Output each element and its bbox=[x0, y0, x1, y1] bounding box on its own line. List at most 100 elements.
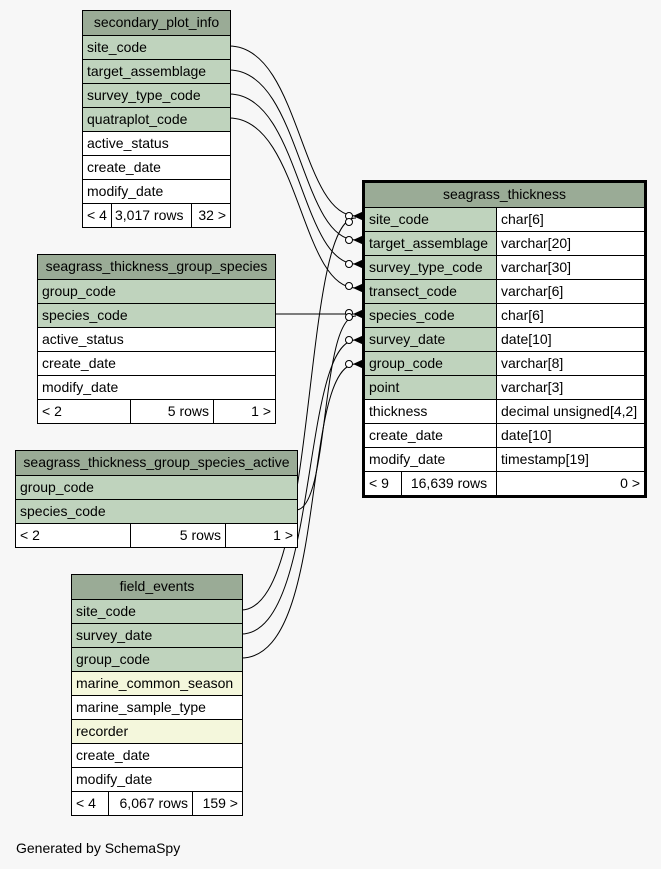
table-footer: < 4 6,067 rows 159 > bbox=[72, 791, 242, 815]
crowfoot-arrow bbox=[353, 259, 364, 269]
column-site-code: site_code bbox=[83, 35, 230, 59]
column-species-code: species_code char[6] bbox=[365, 303, 644, 327]
parents-count[interactable]: < 9 bbox=[369, 475, 389, 491]
column-name: site_code bbox=[369, 211, 429, 227]
table-seagrass-thickness[interactable]: seagrass_thickness site_code char[6] tar… bbox=[362, 180, 647, 498]
column-type: char[6] bbox=[496, 208, 644, 231]
column-marine-common-season: marine_common_season bbox=[72, 671, 242, 695]
column-create-date: create_date date[10] bbox=[365, 423, 644, 447]
column-group-code: group_code varchar[8] bbox=[365, 351, 644, 375]
crowfoot-arrow bbox=[353, 359, 364, 369]
link-survey-type-code bbox=[228, 93, 357, 265]
crowfoot-arrow bbox=[353, 235, 364, 245]
column-modify-date: modify_date timestamp[19] bbox=[365, 447, 644, 471]
column-type: varchar[8] bbox=[496, 352, 644, 375]
link-end-circle bbox=[345, 218, 353, 226]
table-title[interactable]: secondary_plot_info bbox=[83, 11, 230, 35]
column-name: modify_date bbox=[369, 451, 446, 467]
column-name: thickness bbox=[369, 403, 428, 419]
column-name: create_date bbox=[369, 427, 443, 443]
link-fe-group-code bbox=[240, 363, 357, 659]
crowfoot-arrow bbox=[353, 211, 364, 221]
row-count: 5 rows bbox=[130, 524, 225, 547]
row-count: 3,017 rows bbox=[111, 204, 191, 227]
column-group-code: group_code bbox=[38, 279, 275, 303]
link-end-circle bbox=[345, 260, 353, 268]
children-count[interactable]: 1 > bbox=[213, 400, 275, 423]
column-modify-date: modify_date bbox=[83, 179, 230, 203]
column-site-code: site_code bbox=[72, 599, 242, 623]
parents-count[interactable]: < 2 bbox=[42, 403, 62, 419]
column-species-code: species_code bbox=[38, 303, 275, 327]
table-title[interactable]: seagrass_thickness_group_species bbox=[38, 255, 275, 279]
column-survey-date: survey_date date[10] bbox=[365, 327, 644, 351]
link-end-circle bbox=[345, 336, 353, 344]
column-survey-date: survey_date bbox=[72, 623, 242, 647]
column-species-code: species_code bbox=[16, 499, 297, 523]
column-active-status: active_status bbox=[38, 327, 275, 351]
link-site-code bbox=[228, 45, 357, 217]
parents-count[interactable]: < 4 bbox=[87, 207, 107, 223]
column-modify-date: modify_date bbox=[72, 767, 242, 791]
link-end-circle bbox=[345, 282, 353, 290]
link-end-circle bbox=[345, 313, 353, 321]
link-species-code-active bbox=[295, 315, 357, 511]
children-count[interactable]: 1 > bbox=[225, 524, 297, 547]
column-type: date[10] bbox=[496, 424, 644, 447]
column-name: transect_code bbox=[369, 283, 457, 299]
column-type: char[6] bbox=[496, 304, 644, 327]
column-survey-type-code: survey_type_code bbox=[83, 83, 230, 107]
crowfoot-arrow bbox=[353, 309, 364, 319]
column-type: decimal unsigned[4,2] bbox=[496, 400, 644, 423]
link-end-circle bbox=[345, 360, 353, 368]
column-modify-date: modify_date bbox=[38, 375, 275, 399]
column-create-date: create_date bbox=[72, 743, 242, 767]
link-transect-code bbox=[228, 117, 357, 289]
link-target-assemblage bbox=[228, 69, 357, 241]
children-count[interactable]: 32 > bbox=[191, 204, 230, 227]
column-type: varchar[30] bbox=[496, 256, 644, 279]
column-name: survey_date bbox=[369, 331, 446, 347]
children-count[interactable]: 159 > bbox=[192, 792, 242, 815]
column-name: target_assemblage bbox=[369, 235, 489, 251]
link-end-circle bbox=[345, 236, 353, 244]
column-group-code: group_code bbox=[16, 475, 297, 499]
generated-by-text: Generated by SchemaSpy bbox=[16, 840, 181, 856]
column-name: species_code bbox=[369, 307, 455, 323]
table-seagrass-thickness-group-species-active[interactable]: seagrass_thickness_group_species_active … bbox=[15, 450, 298, 548]
table-field-events[interactable]: field_events site_code survey_date group… bbox=[71, 574, 243, 816]
table-title[interactable]: seagrass_thickness_group_species_active bbox=[16, 451, 297, 475]
link-fe-site-code bbox=[240, 217, 357, 611]
link-fe-survey-date bbox=[240, 339, 357, 635]
column-quatraplot-code: quatraplot_code bbox=[83, 107, 230, 131]
column-type: date[10] bbox=[496, 328, 644, 351]
column-marine-sample-type: marine_sample_type bbox=[72, 695, 242, 719]
column-target-assemblage: target_assemblage bbox=[83, 59, 230, 83]
column-active-status: active_status bbox=[83, 131, 230, 155]
column-transect-code: transect_code varchar[6] bbox=[365, 279, 644, 303]
column-type: varchar[20] bbox=[496, 232, 644, 255]
row-count: 5 rows bbox=[130, 400, 213, 423]
crowfoot-arrow bbox=[353, 283, 364, 293]
table-footer: < 2 5 rows 1 > bbox=[16, 523, 297, 547]
column-point: point varchar[3] bbox=[365, 375, 644, 399]
children-count[interactable]: 0 > bbox=[496, 472, 644, 495]
column-type: varchar[3] bbox=[496, 376, 644, 399]
column-create-date: create_date bbox=[38, 351, 275, 375]
column-name: survey_type_code bbox=[369, 259, 483, 275]
table-footer: < 2 5 rows 1 > bbox=[38, 399, 275, 423]
column-thickness: thickness decimal unsigned[4,2] bbox=[365, 399, 644, 423]
crowfoot-arrow bbox=[353, 335, 364, 345]
table-title[interactable]: field_events bbox=[72, 575, 242, 599]
table-footer: < 9 16,639 rows 0 > bbox=[365, 471, 644, 495]
table-footer: < 4 3,017 rows 32 > bbox=[83, 203, 230, 227]
table-secondary-plot-info[interactable]: secondary_plot_info site_code target_ass… bbox=[82, 10, 231, 228]
parents-count[interactable]: < 4 bbox=[76, 795, 96, 811]
row-count: 6,067 rows bbox=[108, 792, 192, 815]
table-seagrass-thickness-group-species[interactable]: seagrass_thickness_group_species group_c… bbox=[37, 254, 276, 424]
table-title[interactable]: seagrass_thickness bbox=[365, 183, 644, 207]
parents-count[interactable]: < 2 bbox=[20, 527, 40, 543]
column-survey-type-code: survey_type_code varchar[30] bbox=[365, 255, 644, 279]
column-type: varchar[6] bbox=[496, 280, 644, 303]
